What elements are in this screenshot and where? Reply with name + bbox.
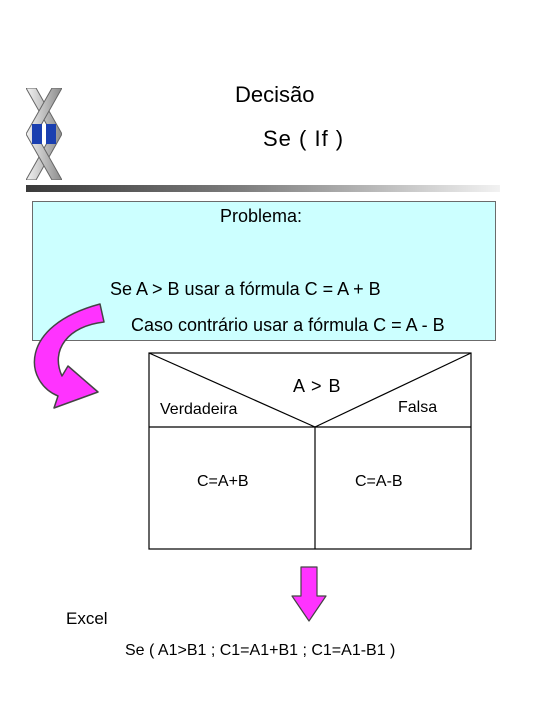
true-branch-action: C=A+B	[197, 473, 249, 490]
excel-formula: Se ( A1>B1 ; C1=A1+B1 ; C1=A1-B1 )	[125, 642, 396, 659]
slide-title: Decisão	[235, 82, 315, 107]
problem-label: Problema:	[220, 206, 303, 226]
title-divider	[26, 185, 500, 192]
problem-line-1: Se A > B usar a fórmula C = A + B	[110, 279, 381, 299]
problem-line-2: Caso contrário usar a fórmula C = A - B	[131, 315, 445, 335]
condition-label: A > B	[293, 376, 342, 396]
excel-label: Excel	[66, 609, 108, 628]
true-branch-label: Verdadeira	[160, 401, 238, 418]
slide-subtitle: Se ( If )	[263, 126, 345, 151]
decision-diagram	[148, 352, 472, 550]
problem-box	[32, 201, 496, 341]
down-arrow-icon	[291, 566, 327, 622]
curved-arrow-icon	[33, 303, 105, 409]
false-branch-action: C=A-B	[355, 473, 403, 490]
false-branch-label: Falsa	[398, 399, 438, 416]
logo-icon	[26, 88, 62, 180]
